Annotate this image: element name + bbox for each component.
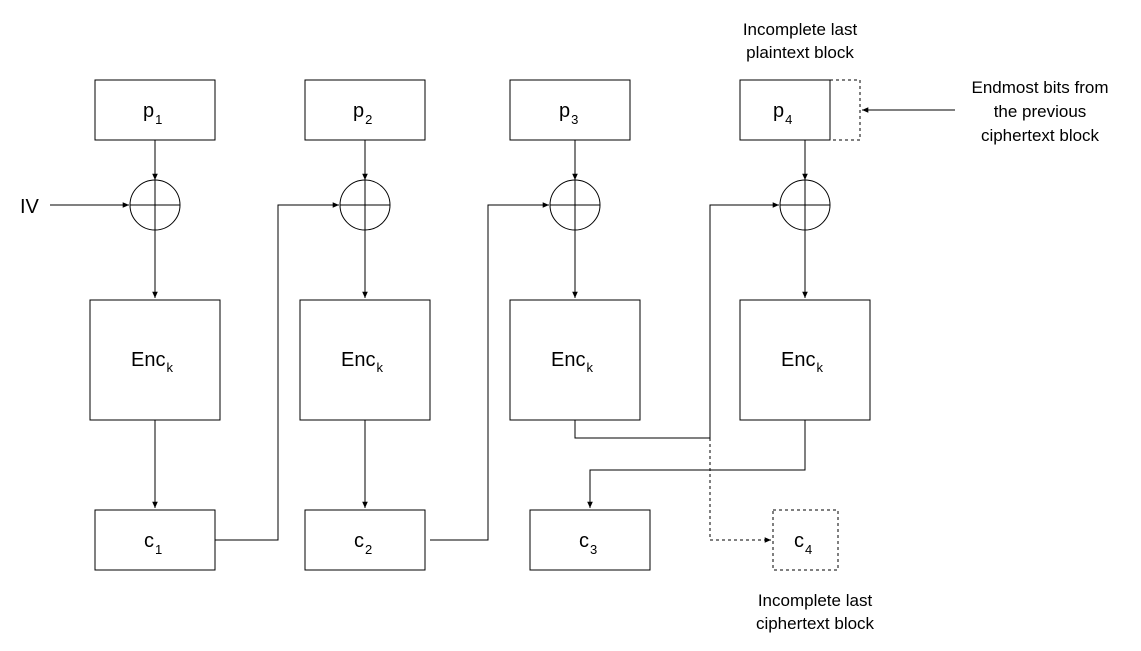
svg-text:c2: c2 [354,530,372,557]
svg-text:ciphertext block: ciphertext block [756,614,875,633]
ciphertext-block-3: c3 [529,509,651,571]
connectors [50,107,955,543]
svg-text:Incomplete last: Incomplete last [743,20,858,39]
ciphertext-block-4: c4 [772,509,839,571]
note-incomplete-plaintext: Incomplete last plaintext block [743,20,858,62]
svg-text:Endmost bits from: Endmost bits from [972,78,1109,97]
encryption-block-4: Enck [739,299,871,421]
svg-text:Enck: Enck [341,349,383,375]
svg-text:p1: p1 [143,100,162,127]
ciphertext-block-1: c1 [94,509,216,571]
svg-text:Enck: Enck [551,349,593,375]
svg-text:p4: p4 [773,100,792,127]
xor-icon [339,179,391,231]
svg-text:p2: p2 [353,100,372,127]
svg-text:ciphertext block: ciphertext block [981,126,1100,145]
plaintext-block-2: p2 [304,79,426,141]
svg-text:c1: c1 [144,530,162,557]
xor-icon [549,179,601,231]
encryption-block-1: Enck [89,299,221,421]
note-incomplete-ciphertext: Incomplete last ciphertext block [756,591,875,633]
xor-icon [779,179,831,231]
iv-label: IV [20,196,40,218]
ciphertext-block-2: c2 [304,509,426,571]
plaintext-block-1: p1 [94,79,216,141]
xor-icon [129,179,181,231]
svg-text:Enck: Enck [131,349,173,375]
svg-text:p3: p3 [559,100,578,127]
svg-text:the previous: the previous [994,102,1087,121]
encryption-block-3: Enck [509,299,641,421]
svg-text:plaintext block: plaintext block [746,43,854,62]
svg-text:c3: c3 [579,530,597,557]
note-endmost-bits: Endmost bits from the previous ciphertex… [972,78,1109,145]
plaintext-block-3: p3 [509,79,631,141]
plaintext-block-4: p4 [739,79,861,141]
svg-text:c4: c4 [794,530,812,557]
svg-text:Incomplete last: Incomplete last [758,591,873,610]
encryption-block-2: Enck [299,299,431,421]
svg-text:Enck: Enck [781,349,823,375]
